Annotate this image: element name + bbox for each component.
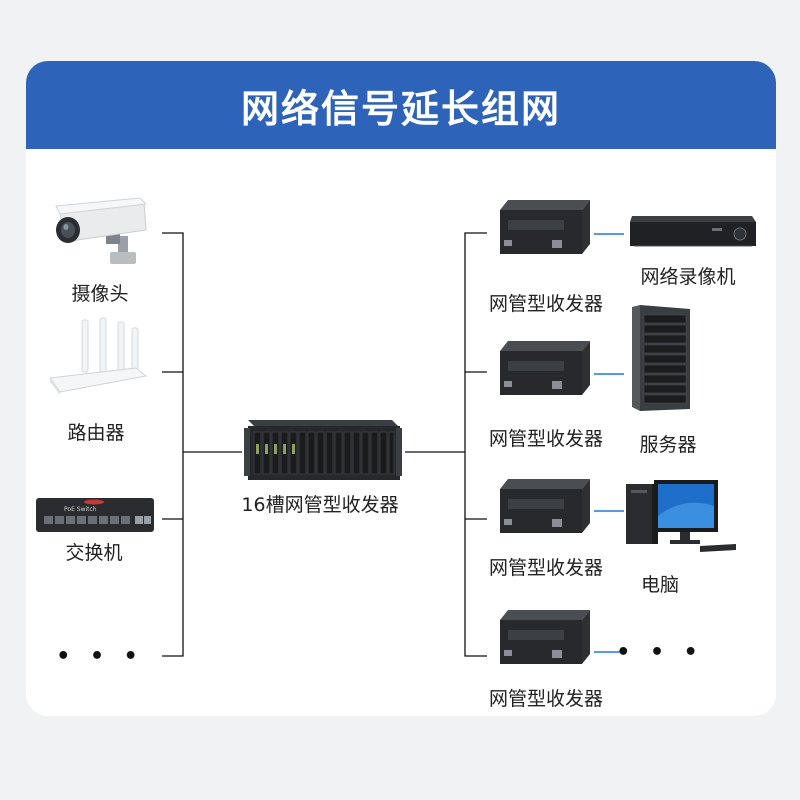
left-label-router: 路由器	[67, 422, 125, 444]
left-bracket-line	[162, 232, 184, 657]
transceiver-icon-3	[500, 479, 590, 533]
server-rack-icon	[632, 305, 690, 411]
transceiver-icon-4	[500, 610, 590, 664]
switch-panel-text: PoE Switch	[64, 506, 97, 513]
right-label-server: 服务器	[639, 434, 697, 456]
switch-icon: PoE Switch	[36, 498, 154, 532]
title-banner: 网络信号延长组网	[26, 61, 776, 149]
desktop-pc-icon	[626, 480, 736, 552]
nvr-icon	[630, 216, 756, 247]
diagram-title: 网络信号延长组网	[240, 86, 561, 131]
transceiver-icon-2	[500, 341, 590, 395]
transceiver-label-3: 网管型收发器	[488, 557, 604, 579]
left-more-ellipsis: • • •	[56, 644, 144, 669]
left-label-switch: 交换机	[65, 542, 123, 564]
transceiver-label-2: 网管型收发器	[488, 428, 604, 450]
transceiver-label-1: 网管型收发器	[488, 293, 604, 315]
camera-icon	[55, 197, 148, 264]
right-label-pc: 电脑	[640, 574, 680, 596]
router-icon	[49, 317, 148, 395]
right-more-ellipsis: • • •	[616, 640, 704, 665]
center-label-chassis: 16槽网管型收发器	[241, 494, 399, 516]
right-bracket-line	[464, 232, 487, 657]
right-label-nvr: 网络录像机	[640, 266, 736, 288]
transceiver-label-4: 网管型收发器	[488, 688, 604, 710]
transceiver-icon-1	[500, 200, 590, 254]
left-label-camera: 摄像头	[71, 283, 129, 305]
chassis-16-slot-icon	[244, 420, 402, 480]
